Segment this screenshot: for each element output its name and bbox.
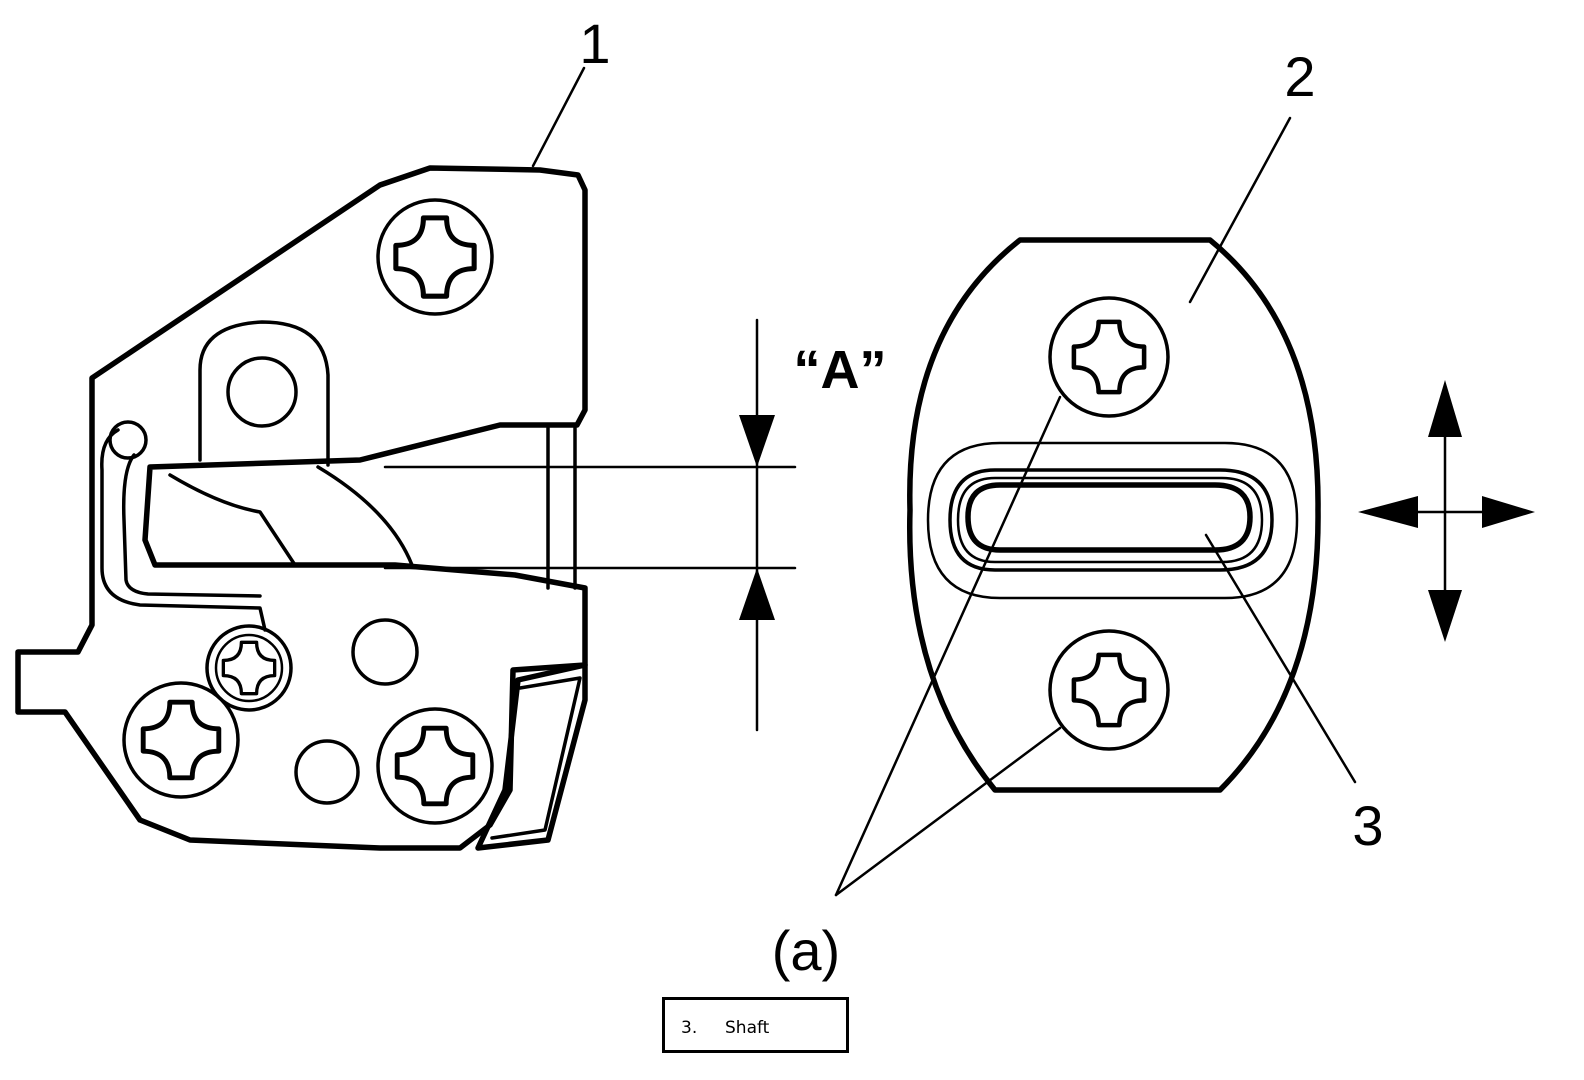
lock-plate-outline [198, 320, 330, 467]
phillips-screw-icon [376, 198, 494, 316]
callout-3: 3 [1352, 794, 1383, 857]
phillips-screw-icon [1048, 296, 1170, 418]
leader-line-1 [531, 66, 586, 168]
striker-shaft [965, 482, 1253, 553]
lock-lower-lever [475, 662, 588, 851]
lock-inner-groove-2 [121, 453, 262, 598]
legend-number: 3. [681, 1018, 698, 1038]
striker-outer-plate [906, 237, 1321, 793]
leader-line-a-upper [834, 395, 1062, 897]
leader-line-2 [1188, 116, 1292, 304]
striker-collar [948, 468, 1274, 572]
leader-line-a-lower [834, 726, 1062, 897]
phillips-screw-icon [1048, 629, 1170, 751]
callout-1: 1 [579, 12, 610, 75]
arrow-down-icon [739, 415, 775, 467]
door-lock-assembly [15, 66, 588, 851]
lock-lower-lever-inner [490, 676, 582, 840]
latch-guide-rail [546, 426, 577, 590]
phillips-screw-icon-small [205, 624, 293, 712]
leader-line-3 [1204, 533, 1357, 784]
legend-box: 3. Shaft [662, 997, 849, 1053]
callout-2: 2 [1284, 45, 1315, 108]
lock-hole-upper [226, 356, 298, 428]
phillips-screw-icon [122, 681, 240, 799]
lock-hole-lower [294, 739, 360, 805]
lock-inner-groove [100, 428, 267, 632]
striker-base-outline [926, 441, 1299, 600]
latch-cam [168, 465, 414, 567]
arrow-up-icon [739, 568, 775, 620]
four-way-arrow-icon [1358, 380, 1535, 642]
dimension-a [383, 318, 797, 732]
lock-hole-middle [351, 618, 419, 686]
callout-a: (a) [772, 919, 840, 982]
legend-text: Shaft [725, 1018, 770, 1038]
phillips-screw-icon [376, 707, 494, 825]
small-pivot-hole [108, 420, 148, 460]
dimension-a-label: “A” [794, 340, 887, 400]
door-lock-striker [834, 116, 1357, 897]
